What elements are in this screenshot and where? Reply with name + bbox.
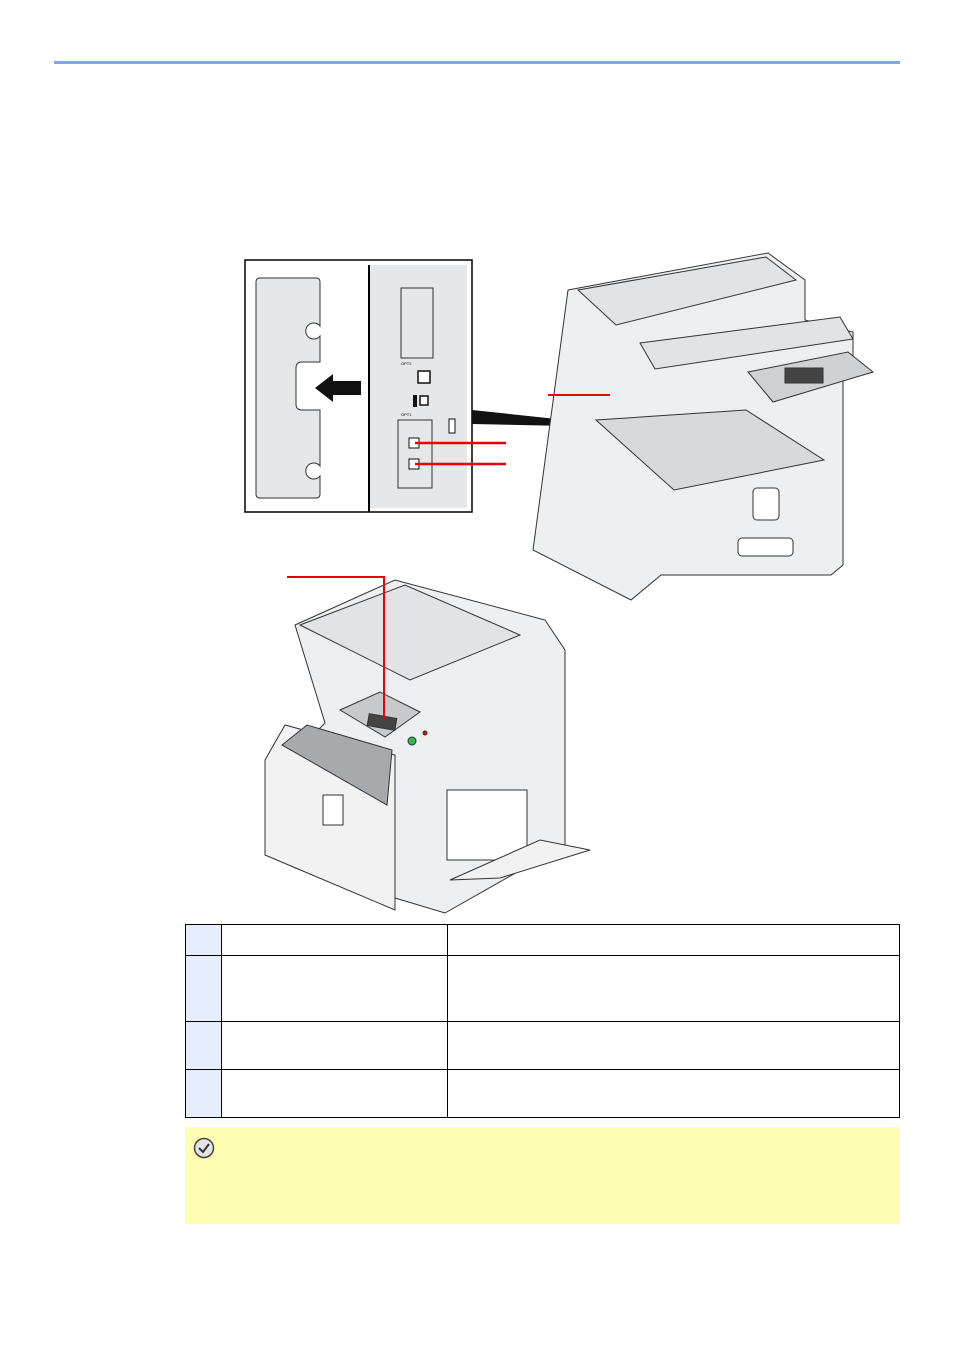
arrow-left-icon — [315, 374, 361, 402]
row-description — [447, 955, 900, 1022]
row-name — [221, 955, 448, 1022]
parts-table — [185, 924, 900, 1118]
printer-rear-view — [532, 252, 875, 601]
note-box — [185, 1127, 900, 1224]
table-row — [185, 1021, 900, 1070]
row-number — [185, 924, 222, 956]
row-description — [447, 1021, 900, 1070]
row-name — [221, 1069, 448, 1118]
printer-front-view — [264, 576, 591, 914]
row-name — [221, 1021, 448, 1070]
row-number — [185, 955, 222, 1022]
header-rule — [54, 61, 900, 64]
opt1-label: OPT1 — [401, 412, 412, 417]
interface-cover — [255, 277, 321, 499]
row-description — [447, 924, 900, 956]
row-number — [185, 1069, 222, 1118]
row-description — [447, 1069, 900, 1118]
interface-inset: OPT2 OPT1 — [244, 259, 566, 513]
printer-illustrations: OPT2 OPT1 — [244, 252, 875, 914]
check-circle-icon — [193, 1137, 215, 1159]
callout-line — [287, 576, 385, 720]
table-row — [185, 924, 900, 956]
opt2-label: OPT2 — [401, 361, 412, 366]
row-number — [185, 1021, 222, 1070]
table-row — [185, 955, 900, 1022]
row-name — [221, 924, 448, 956]
table-row — [185, 1069, 900, 1118]
